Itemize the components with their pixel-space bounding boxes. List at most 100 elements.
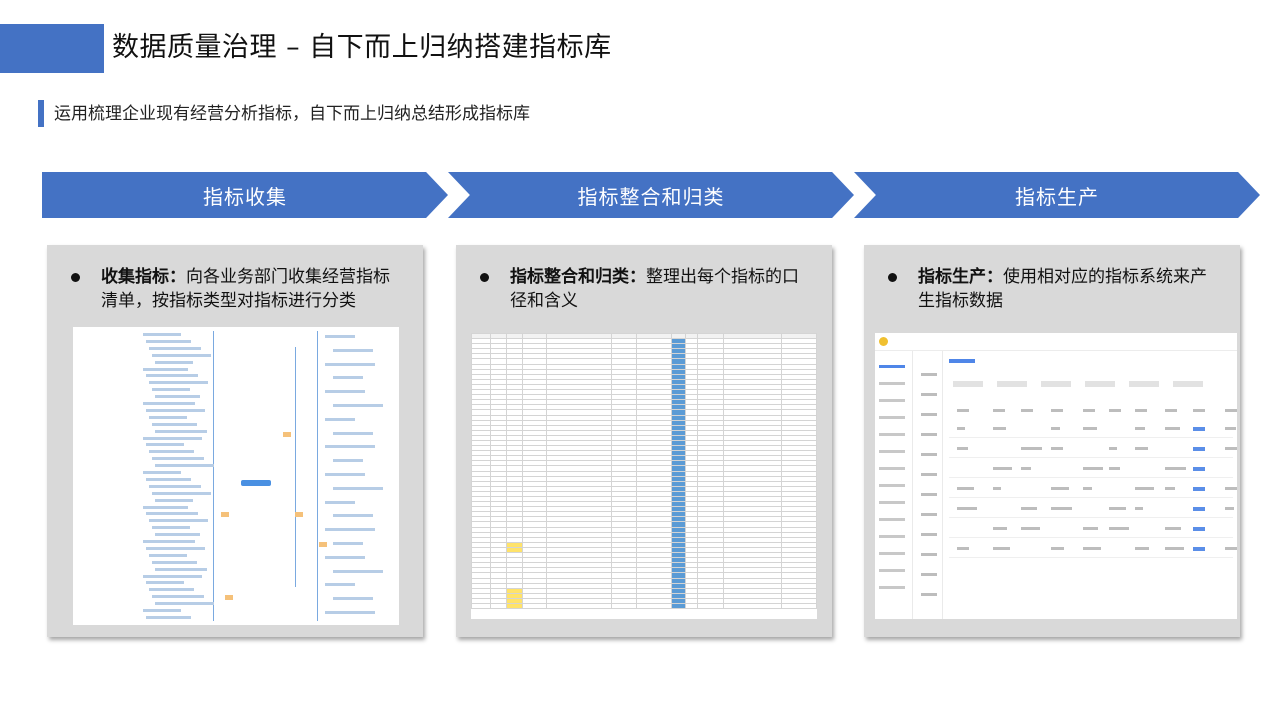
mindmap-node	[325, 445, 375, 449]
table-header-cell	[1021, 409, 1033, 412]
mindmap-node	[143, 471, 181, 474]
table-cell	[1021, 467, 1031, 470]
mindmap-node	[149, 588, 194, 592]
mindmap-node	[149, 346, 201, 350]
mindmap-node	[333, 569, 383, 573]
table-cell	[1051, 447, 1063, 450]
mindmap-node	[149, 381, 208, 385]
table-cell	[671, 602, 687, 610]
mindmap-node	[152, 526, 190, 530]
page-title: 数据质量治理 – 自下而上归纳搭建指标库	[112, 32, 612, 63]
mindmap-node	[325, 473, 365, 476]
table-row	[471, 455, 817, 462]
row-action-link	[1193, 467, 1205, 471]
mindmap-node	[149, 415, 187, 419]
step-chevron-collect: 指标收集	[42, 172, 448, 218]
mindmap-node	[143, 574, 202, 578]
mindmap-node	[325, 528, 375, 532]
table-cell	[1109, 447, 1117, 450]
sidebar-menu-item	[879, 467, 905, 470]
row-action-link	[1193, 447, 1205, 451]
mindmap-node	[333, 404, 383, 407]
mindmap-node	[333, 348, 373, 352]
page-heading-bar	[949, 359, 975, 363]
subnav-item	[921, 413, 937, 416]
sidebar-menu-item	[879, 433, 905, 436]
table-header-cell	[1109, 409, 1121, 412]
mindmap-node	[152, 457, 204, 461]
table-cell	[685, 602, 699, 610]
bullet-dot-icon	[71, 273, 80, 282]
table-cell	[1225, 427, 1236, 430]
mindmap-node	[152, 595, 204, 599]
mindmap-node	[143, 609, 181, 612]
mindmap-root-node	[241, 480, 271, 486]
mindmap-node	[146, 339, 191, 343]
table-cell	[1225, 447, 1237, 450]
mindmap-node	[152, 353, 211, 357]
mindmap-node	[146, 581, 184, 585]
table-header-cell	[1193, 409, 1205, 412]
table-cell	[993, 527, 1007, 530]
bullet-body: 整理出每个指标的口径和含义	[510, 267, 799, 311]
row-action-link	[1193, 547, 1205, 551]
mindmap-node	[325, 500, 355, 504]
mindmap-highlight-node	[221, 512, 229, 517]
mindmap-node	[149, 519, 208, 523]
mindmap-node	[325, 362, 375, 366]
filter-field	[1041, 381, 1071, 387]
table-cell	[545, 602, 612, 610]
subnav-item	[921, 433, 937, 436]
table-row-divider	[949, 477, 1233, 478]
table-row-divider	[949, 457, 1233, 458]
mindmap-node	[155, 533, 200, 537]
subnav-item	[921, 393, 937, 396]
table-cell	[1083, 527, 1098, 530]
mindmap-node	[146, 615, 191, 619]
table-row	[471, 602, 817, 610]
table-cell	[993, 427, 1006, 430]
table-cell	[1165, 467, 1186, 470]
bullet-dot-icon	[480, 273, 489, 282]
panel-integrate: 指标整合和归类：整理出每个指标的口径和含义	[456, 245, 832, 637]
mindmap-node	[149, 484, 201, 488]
mindmap-highlight-node	[283, 432, 291, 437]
table-cell	[1051, 547, 1064, 550]
table-cell	[957, 447, 968, 450]
step-chevron-integrate: 指标整合和归类	[448, 172, 854, 218]
table-row-divider	[949, 497, 1233, 498]
sidebar-menu-item	[879, 484, 905, 487]
table-cell	[1021, 527, 1040, 530]
bullet-integrate: 指标整合和归类：整理出每个指标的口径和含义	[480, 265, 810, 313]
table-cell	[722, 602, 782, 610]
table-cell	[1021, 507, 1037, 510]
table-cell	[505, 602, 524, 610]
table-header-cell	[1135, 409, 1147, 412]
table-cell	[1225, 547, 1237, 550]
table-cell	[610, 602, 638, 610]
table-cell	[1083, 487, 1092, 490]
app-subnav	[915, 351, 943, 619]
mindmap-node	[143, 367, 188, 371]
mindmap-node	[333, 597, 373, 601]
mindmap-node	[333, 542, 363, 545]
mindmap-node	[333, 376, 363, 380]
table-cell	[1135, 447, 1148, 450]
app-screenshot	[875, 333, 1237, 619]
table-cell	[1109, 467, 1120, 470]
sidebar-menu-item	[879, 399, 905, 402]
table-row	[471, 389, 817, 396]
table-cell	[993, 467, 1012, 470]
table-row	[471, 368, 817, 375]
subnav-item	[921, 533, 937, 536]
table-row	[471, 475, 817, 482]
mindmap-node	[333, 486, 383, 490]
mindmap-node	[143, 402, 195, 405]
table-cell	[1051, 507, 1072, 510]
mindmap-node	[152, 388, 190, 392]
mindmap-node	[325, 583, 355, 587]
mindmap-screenshot	[73, 327, 399, 625]
table-row	[471, 434, 817, 441]
mindmap-node	[143, 436, 202, 440]
sidebar-menu-item	[879, 552, 905, 555]
